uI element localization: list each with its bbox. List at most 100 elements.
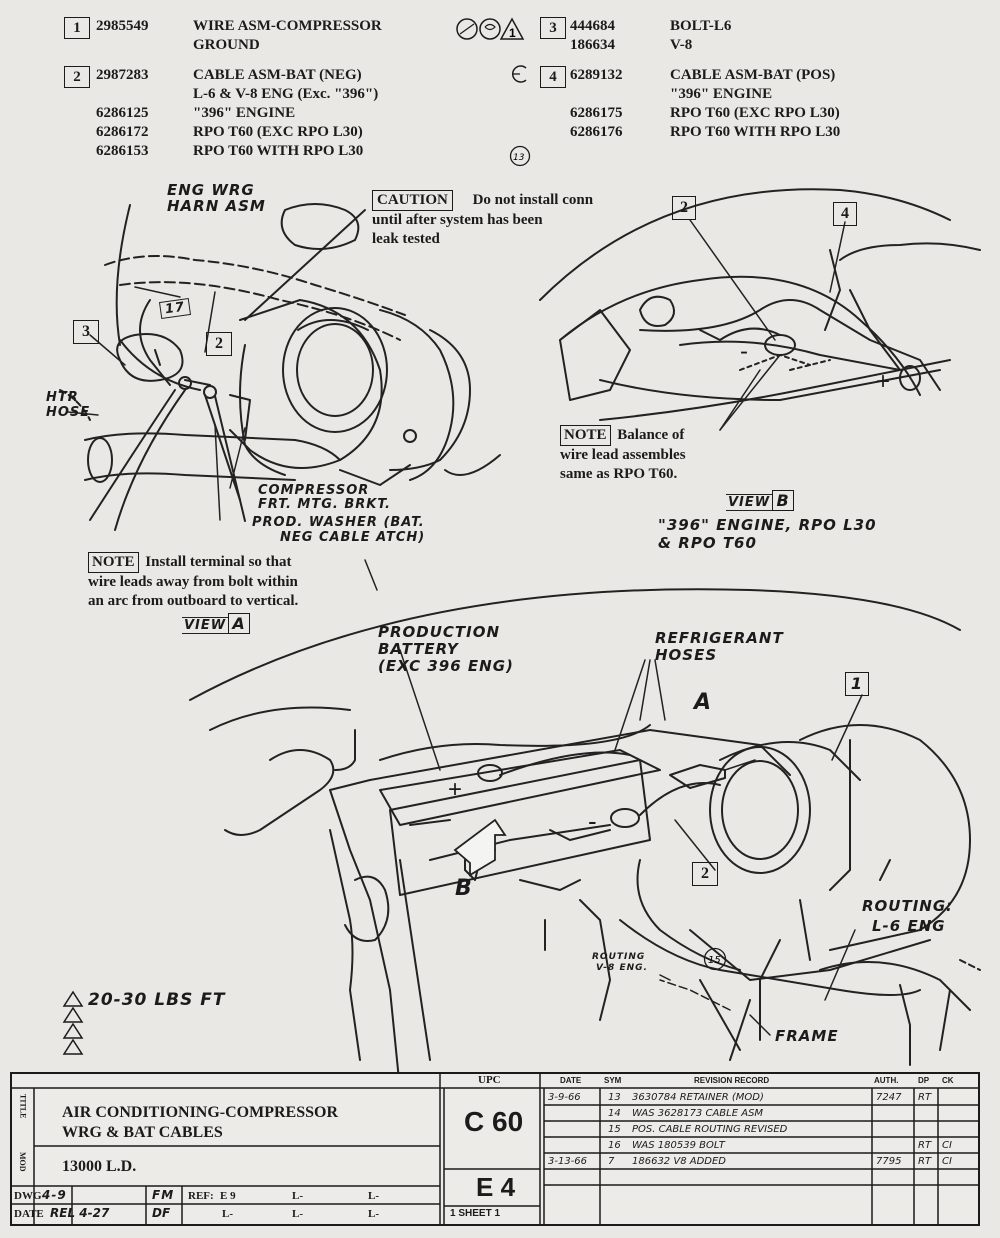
hose-text: HOSE [46, 405, 91, 420]
torque-value: 20-30 LBS FT [88, 990, 226, 1010]
view-text: VIEW [182, 617, 229, 634]
note-label: NOTE [560, 425, 611, 446]
title-side-label: TITLE [18, 1094, 28, 1120]
routing-text: ROUTING: [862, 897, 954, 915]
part-item-number: 2 [64, 66, 90, 88]
v8-eng-text: V-8 ENG. [596, 963, 648, 973]
part-description: RPO T60 WITH RPO L30 [670, 124, 841, 140]
part-number: 6286175 [570, 105, 623, 121]
part-number: 186634 [570, 37, 615, 53]
caution-label: CAUTION [372, 190, 453, 211]
part-item-number: 3 [540, 17, 566, 39]
rev-ck: CI [942, 1140, 952, 1151]
arrows [453, 818, 507, 877]
torque-triangles-icon [62, 990, 84, 1055]
part-description: CABLE ASM-BAT (POS) [670, 67, 836, 83]
callout-3: 3 [73, 320, 99, 344]
title-block-grid [12, 1074, 978, 1224]
title-block: TITLE AIR CONDITIONING-COMPRESSOR WRG & … [10, 1072, 980, 1226]
routing-l6-label: ROUTING: L-6 ENG [862, 896, 953, 936]
part-description: L-6 & V-8 ENG (Exc. "396") [193, 86, 379, 102]
view-b-note: NOTE Balance of wire lead assembles same… [560, 425, 686, 484]
l-field: L- [368, 1208, 379, 1220]
part-number: 2987283 [96, 67, 149, 83]
part-description: GROUND [193, 37, 260, 53]
callout-2: 2 [672, 196, 696, 220]
rev-sym: 14 [608, 1108, 621, 1119]
ref-label: REF: [188, 1190, 214, 1202]
b-arrow-icon [453, 818, 507, 877]
htr-hose-label: HTR HOSE [46, 390, 90, 420]
rev-sym: 16 [608, 1140, 621, 1151]
rev-record: 186632 V8 ADDED [632, 1156, 726, 1167]
torque-spec: 20-30 LBS FT [62, 990, 224, 1063]
dwg-value: 4-9 [42, 1188, 67, 1202]
l-field: L- [292, 1190, 303, 1202]
callout-1: 1 [845, 672, 869, 696]
circle-15-icon: 15 [703, 947, 727, 971]
circle-15: 15 [703, 947, 727, 971]
title-side-text: TITLE [18, 1094, 28, 1119]
rev-record: 3630784 RETAINER (MOD) [632, 1092, 764, 1103]
rev-header-date: DATE [560, 1076, 582, 1085]
rev-symbol-mark [506, 64, 532, 89]
callout-4: 4 [833, 202, 857, 226]
view-b-caption: "396" ENGINE, RPO L30 & RPO T60 [658, 516, 877, 552]
rev-dp: RT [918, 1092, 932, 1103]
negative-terminal: - [740, 338, 748, 365]
rev-sym: 15 [608, 1124, 621, 1135]
rev-ck: CI [942, 1156, 952, 1167]
prod-washer-label: PROD. WASHER (BAT. NEG CABLE ATCH) [252, 515, 425, 545]
part-number: 444684 [570, 18, 615, 34]
note-text: Balance of [617, 427, 685, 443]
eng-wrg-harn-label: ENG WRG HARN ASM [167, 182, 266, 214]
part-description: CABLE ASM-BAT (NEG) [193, 67, 362, 83]
rev-record: POS. CABLE ROUTING REVISED [632, 1124, 788, 1135]
part-description: RPO T60 (EXC RPO L30) [670, 105, 840, 121]
eng-wrg-text: ENG WRG [167, 181, 255, 199]
circle-13-icon: 13 [509, 145, 531, 167]
drawing-title: AIR CONDITIONING-COMPRESSOR [62, 1104, 339, 1121]
routing-text: ROUTING [592, 952, 646, 962]
part-description: "396" ENGINE [193, 105, 296, 121]
b-arrow-label: B [455, 876, 473, 901]
part-description: "396" ENGINE [670, 86, 773, 102]
exc-text: (EXC 396 ENG) [378, 657, 514, 675]
note-label: NOTE [88, 552, 139, 573]
note-text: wire lead assembles [560, 447, 686, 463]
prod-washer-text: PROD. WASHER (BAT. [252, 515, 425, 530]
caution-text: until after system has been [372, 212, 543, 228]
harn-asm-text: HARN ASM [167, 197, 266, 215]
l-field: L- [222, 1208, 233, 1220]
neg-cable-text: NEG CABLE ATCH) [280, 530, 426, 545]
bracket-text: FRT. MTG. BRKT. [258, 497, 391, 512]
date-value: REL 4-27 [50, 1206, 110, 1220]
rev-auth: 7795 [876, 1156, 902, 1167]
mod-side-text: MOD [18, 1152, 27, 1172]
rev-date: 3-13-66 [548, 1156, 588, 1167]
routing-v8-label: ROUTING V-8 ENG. [592, 952, 648, 974]
view-a-note: NOTE Install terminal so that wire leads… [88, 552, 298, 611]
rev-record: WAS 180539 BOLT [632, 1140, 725, 1151]
rev-circle-13: 13 [509, 145, 531, 167]
part-number: 6286125 [96, 105, 149, 121]
rev-header-sym: SYM [604, 1076, 622, 1085]
upc-label: UPC [478, 1074, 501, 1086]
date-label: DATE [14, 1208, 44, 1220]
ref-value: E 9 [220, 1190, 236, 1202]
sheet-label: 1 SHEET 1 [450, 1208, 501, 1219]
rev-auth: 7247 [876, 1092, 902, 1103]
revision-symbols-icon: 1 [456, 17, 525, 40]
view-a-drawing [59, 203, 501, 591]
view-letter: B [772, 490, 795, 511]
model-text: 13000 L.D. [62, 1158, 137, 1175]
rev-date: 3-9-66 [548, 1092, 581, 1103]
symbol-triangle-text: 1 [509, 26, 516, 40]
dwg-label: DWG [14, 1190, 42, 1202]
note-text: an arc from outboard to vertical. [88, 593, 299, 609]
part-number: 6286176 [570, 124, 623, 140]
note-text: Install terminal so that [145, 554, 292, 570]
rev-dp: RT [918, 1156, 932, 1167]
